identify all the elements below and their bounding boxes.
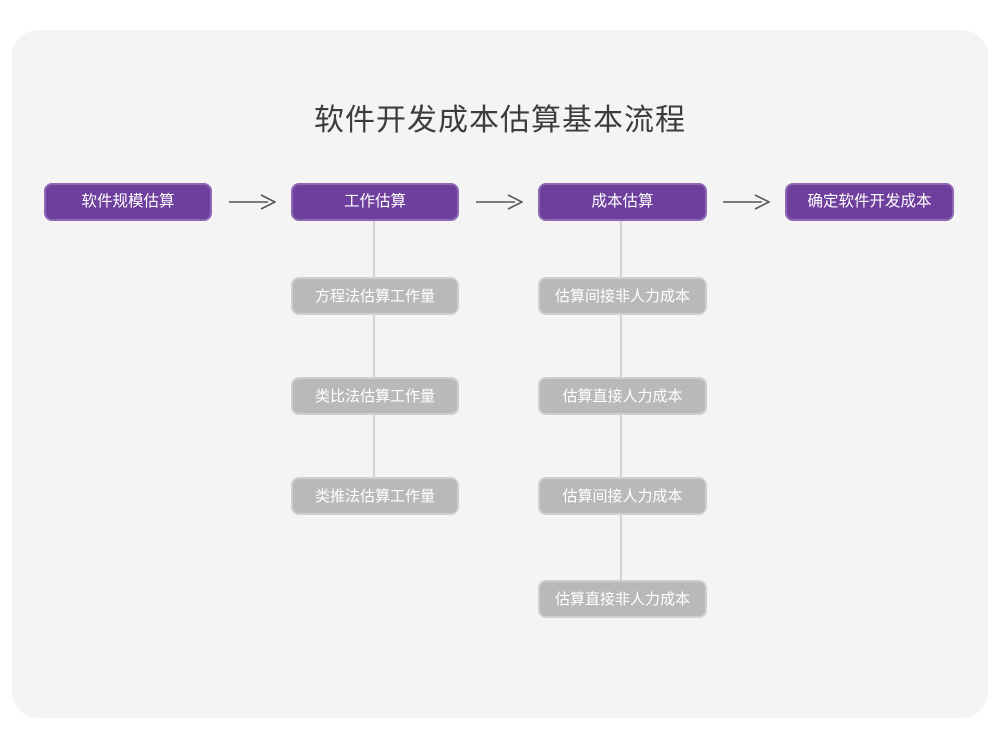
stage-box-label: 软件规模估算 xyxy=(81,193,175,211)
stage-box-label: 工作估算 xyxy=(343,193,406,211)
substep-box-label: 估算间接非人力成本 xyxy=(554,287,690,305)
stage-box-label: 确定软件开发成本 xyxy=(807,193,932,211)
stage-box-3[interactable]: 成本估算 xyxy=(538,183,707,221)
substep-box-1-1[interactable]: 方程法估算工作量 xyxy=(291,277,459,315)
right-arrow xyxy=(722,192,770,212)
stage-box-4[interactable]: 确定软件开发成本 xyxy=(785,183,954,221)
substep-box-2-1[interactable]: 估算间接非人力成本 xyxy=(538,277,707,315)
substep-box-2-3[interactable]: 估算间接人力成本 xyxy=(538,477,707,515)
substep-box-label: 估算间接人力成本 xyxy=(562,487,683,505)
substep-box-1-3[interactable]: 类推法估算工作量 xyxy=(291,477,459,515)
substep-box-2-2[interactable]: 估算直接人力成本 xyxy=(538,377,707,415)
substep-box-label: 估算直接非人力成本 xyxy=(554,590,690,608)
substep-box-label: 类比法估算工作量 xyxy=(314,387,435,405)
page-title: 软件开发成本估算基本流程 xyxy=(314,104,686,137)
stage-box-label: 成本估算 xyxy=(591,193,654,211)
connector-col-2 xyxy=(373,219,375,480)
substep-box-label: 方程法估算工作量 xyxy=(314,287,435,305)
substep-box-label: 类推法估算工作量 xyxy=(314,487,435,505)
diagram-card-background xyxy=(12,30,988,718)
substep-box-1-2[interactable]: 类比法估算工作量 xyxy=(291,377,459,415)
stage-box-1[interactable]: 软件规模估算 xyxy=(44,183,212,221)
right-arrow xyxy=(228,192,276,212)
substep-box-label: 估算直接人力成本 xyxy=(562,387,683,405)
substep-box-2-4[interactable]: 估算直接非人力成本 xyxy=(538,580,707,618)
stage-box-2[interactable]: 工作估算 xyxy=(291,183,459,221)
right-arrow xyxy=(475,192,523,212)
